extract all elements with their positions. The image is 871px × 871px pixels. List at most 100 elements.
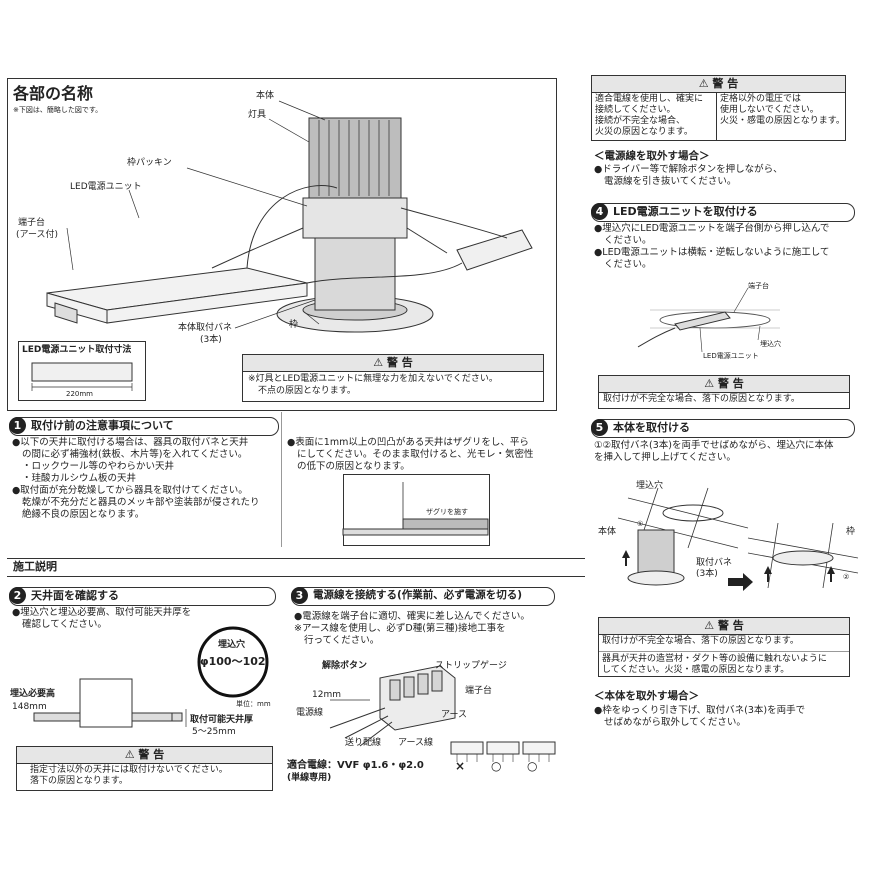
step1-divider: [281, 412, 282, 547]
label-frame-packing: 枠パッキン: [127, 158, 172, 168]
step1-left-text: ●以下の天井に取付ける場合は、器具の取付バネと天井 の間に必ず補強材(鉄板、木片…: [12, 437, 260, 520]
step4-warning-text: 取付けが不完全な場合、落下の原因となります。: [603, 394, 800, 404]
step4-fig-unit: LED電源ユニット: [703, 352, 759, 360]
connection-examples: [450, 741, 556, 762]
wire-spec: 適合電線：VVF φ1.6・φ2.0: [287, 760, 424, 771]
remove-wire-heading: ＜電源線を取外す場合＞: [594, 150, 710, 162]
dim-box-value: 220mm: [66, 390, 93, 398]
step2-title: 天井面を確認する: [31, 589, 119, 602]
zaguri-illustration: [342, 482, 489, 536]
terminal-illustration: [329, 665, 456, 747]
section-title: 施工説明: [13, 560, 57, 573]
label-terminal: 端子台: [18, 218, 46, 228]
earth-label: アース: [441, 710, 468, 720]
step4-fig-hole: 埋込穴: [760, 340, 781, 348]
dim-box-title: LED電源ユニット取付寸法: [22, 345, 132, 355]
warning-icon: ⚠: [704, 377, 718, 390]
step3-text: ●電源線を端子台に適切、確実に差し込んでください。 ※アース線を使用し、必ずD種…: [294, 611, 530, 646]
label-spring-count: (3本): [200, 335, 222, 345]
thick-label: 取付可能天井厚: [190, 715, 254, 725]
step5-warning-head: ⚠ 警 告: [599, 618, 849, 635]
step5-fig-c2: ②: [843, 573, 850, 581]
step5-fig-body: 本体: [598, 527, 617, 537]
step4-text: ●埋込穴にLED電源ユニットを端子台側から押し込んでください。 ●LED電源ユニ…: [594, 223, 830, 270]
release-button-label: 解除ボタン: [322, 661, 368, 671]
step4-number: 4: [591, 203, 608, 220]
label-led-unit: LED電源ユニット: [70, 182, 142, 192]
step3-number: 3: [291, 587, 308, 604]
strip-length: 12mm: [312, 690, 341, 700]
step2-warning-1: 指定寸法以外の天井には取付けないでください。: [30, 765, 228, 775]
step5-warning-divider: [599, 651, 849, 652]
hole-label: 埋込穴: [218, 640, 246, 650]
step2-warning-head: ⚠ 警 告: [17, 747, 272, 764]
feed-wire-label: 送り配線: [345, 738, 382, 748]
step5-fig-c1: ①: [637, 520, 644, 528]
step4-title: LED電源ユニットを取付ける: [613, 205, 758, 218]
power-wire-label: 電源線: [296, 708, 324, 718]
step2-warning-2: 落下の原因となります。: [30, 776, 128, 786]
step5-fig-spring-count: (3本): [696, 569, 718, 579]
step1-number: 1: [9, 417, 26, 434]
ceiling-section: [33, 678, 187, 728]
terminal-label: 端子台: [465, 686, 493, 696]
section-rule-top: [7, 558, 585, 559]
height-value: 148mm: [12, 702, 47, 712]
step2-warning: ⚠ 警 告: [16, 746, 273, 791]
step5-warning-2a: 器具が天井の造営材・ダクト等の設備に触れないように: [602, 654, 827, 664]
section-rule-bottom: [7, 576, 585, 577]
step2-text: ●埋込穴と埋込必要高、取付可能天井厚を確認してください。: [12, 607, 192, 630]
height-label: 埋込必要高: [10, 689, 56, 699]
step4-illustration: [637, 287, 780, 353]
parts-warning-head: ⚠ 警 告: [243, 355, 543, 372]
step3-title: 電源線を接続する(作業前、必ず電源を切る): [313, 589, 523, 601]
thick-value: 5〜25mm: [192, 727, 236, 737]
label-frame: 枠: [289, 320, 299, 330]
step4-warning: ⚠ 警 告: [598, 375, 850, 409]
step5-fig-spring: 取付バネ: [696, 558, 733, 568]
parts-warning: ⚠ 警 告: [242, 354, 544, 402]
unit-label: 単位：mm: [236, 700, 271, 708]
step5-number: 5: [591, 419, 608, 436]
label-body: 本体: [256, 91, 275, 101]
step4-warning-head: ⚠ 警 告: [599, 376, 849, 393]
mark-wrong: ×: [455, 759, 466, 773]
step2-number: 2: [9, 587, 26, 604]
label-fixture: 灯具: [248, 110, 267, 120]
earth-wire-label: アース線: [398, 738, 434, 748]
step4-fig-terminal: 端子台: [748, 282, 769, 290]
step5-fig-hole: 埋込穴: [636, 481, 664, 491]
remove-wire-text: ●ドライバー等で解除ボタンを押しながら、電源線を引き抜いてください。: [594, 164, 783, 187]
top-warning-right: 定格以外の電圧では使用しないでください。 火災・感電の原因となります。: [720, 94, 845, 126]
remove-body-heading: ＜本体を取外す場合＞: [594, 690, 699, 702]
step5-warning-2b: してください。火災・感電の原因となります。: [602, 665, 790, 675]
warning-icon: ⚠: [373, 356, 387, 369]
top-warning-left: 適合電線を使用し、確実に接続してください。 接続が不完全な場合、火災の原因となり…: [595, 94, 704, 137]
parts-note: ※下図は、簡略した図です。: [13, 106, 103, 114]
parts-title: 各部の名称: [13, 84, 94, 103]
step5-text: ①②取付バネ(3本)を両手でせばめながら、埋込穴に本体を挿入して押し上げてくださ…: [594, 440, 834, 463]
wire-spec-sub: (単線専用): [287, 773, 332, 783]
step5-title: 本体を取付ける: [613, 421, 690, 434]
step5-warning: ⚠ 警 告: [598, 617, 850, 677]
mark-ok-2: ○: [527, 759, 538, 773]
remove-body-text: ●枠をゆっくり引き下げ、取付バネ(3本)を両手でせばめながら取外してください。: [594, 705, 806, 728]
parts-illustration: [46, 100, 533, 333]
warning-icon: ⚠: [704, 619, 718, 632]
label-spring: 本体取付バネ: [178, 323, 233, 333]
step5-illustration: [617, 487, 859, 591]
hole-circle: [197, 626, 269, 698]
strip-gauge-label: ストリップゲージ: [435, 661, 507, 671]
top-warning: ⚠ 警 告: [591, 75, 846, 141]
mark-ok-1: ○: [491, 759, 502, 773]
warning-icon: ⚠: [124, 748, 139, 761]
step1-title: 取付け前の注意事項について: [31, 419, 174, 432]
warning-icon: ⚠: [698, 77, 713, 90]
label-terminal-earth: (アース付): [16, 230, 59, 240]
step1-right-text: ●表面に1mm以上の凹凸がある天井はザグリをし、平ら にしてください。そのまま取…: [287, 437, 534, 472]
zaguri-label: ザグリを施す: [426, 508, 468, 516]
parts-warning-line1: ※灯具とLED電源ユニットに無理な力を加えないでください。: [248, 374, 498, 384]
top-warning-head: ⚠ 警 告: [592, 76, 845, 93]
top-warning-divider: [716, 93, 717, 140]
hole-size: φ100〜102: [200, 655, 266, 668]
